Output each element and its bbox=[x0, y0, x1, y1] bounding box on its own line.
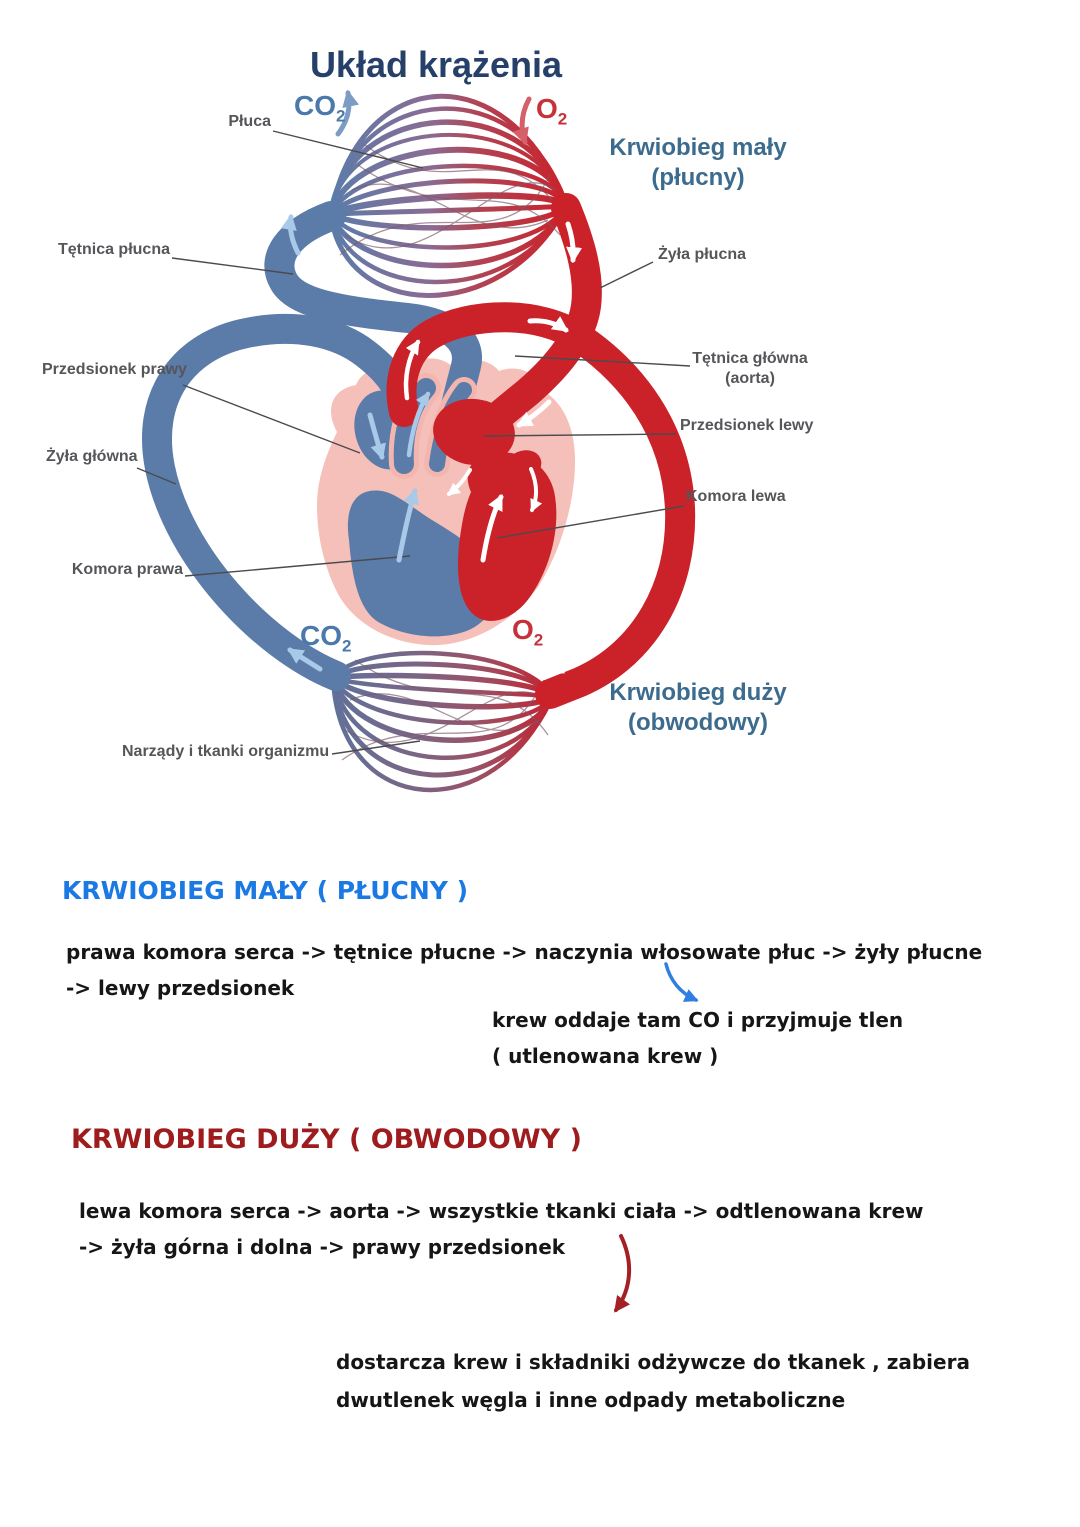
leader-zyla-plucna bbox=[599, 261, 654, 289]
o2-subscript: 2 bbox=[557, 109, 568, 129]
right-ventricle bbox=[347, 490, 496, 637]
small-circuit-heading: KRWIOBIEG MAŁY ( PŁUCNY ) bbox=[62, 876, 469, 905]
label-krwiobieg-maly: Krwiobieg mały (płucny) bbox=[600, 133, 796, 193]
large-circuit-callout-line1: dostarcza krew i składniki odżywcze do t… bbox=[336, 1350, 970, 1374]
leader-tetnica-plucna bbox=[171, 257, 294, 275]
o2-text: O bbox=[536, 93, 558, 124]
large-circuit-flow-line2: -> żyła górna i dolna -> prawy przedsion… bbox=[79, 1235, 566, 1259]
co2-subscript: 2 bbox=[336, 106, 346, 126]
label-tetnica-glowna: Tętnica główna (aorta) bbox=[670, 349, 830, 389]
leader-lines bbox=[136, 130, 691, 755]
small-circuit-flow-line2: -> lewy przedsionek bbox=[66, 976, 295, 1000]
label-tetnica-glowna-line1: Tętnica główna bbox=[692, 350, 808, 367]
flow-arrow-vein-bottomleft bbox=[287, 647, 323, 672]
blue-vessels bbox=[142, 201, 482, 691]
label-przedsionek-prawy: Przedsionek prawy bbox=[42, 361, 187, 378]
note-arrow-red bbox=[614, 1234, 632, 1313]
flow-arrow-right-ventricle bbox=[396, 487, 419, 563]
left-atrium bbox=[433, 398, 515, 466]
label-zyla-glowna: Żyła główna bbox=[46, 448, 138, 465]
o2-down-arrow bbox=[512, 96, 532, 146]
o2-label-top: O2 bbox=[536, 93, 567, 130]
vena-cava-vessel bbox=[142, 313, 416, 691]
flow-arrow-right-atrium bbox=[367, 412, 386, 461]
label-pluca: Płuca bbox=[228, 113, 271, 130]
o2-text-bottom: O bbox=[512, 614, 534, 645]
note-arrow-blue bbox=[664, 962, 699, 1002]
label-zyla-plucna: Żyła płucna bbox=[658, 246, 747, 263]
label-komora-prawa: Komora prawa bbox=[71, 561, 183, 578]
leader-przedsionek-lewy bbox=[483, 433, 677, 437]
leader-przedsionek-prawy bbox=[182, 384, 361, 454]
organ-capillaries-mesh bbox=[341, 659, 549, 761]
flow-arrow-vein-topleft bbox=[281, 213, 301, 256]
label-tetnica-glowna-line2: (aorta) bbox=[725, 370, 775, 387]
flow-arrow-pulmonary-vein bbox=[565, 221, 583, 264]
vessel-flow-arrows bbox=[281, 213, 583, 676]
leader-narzady bbox=[331, 740, 421, 755]
large-circuit-flow-line1: lewa komora serca -> aorta -> wszystkie … bbox=[79, 1199, 924, 1223]
leader-komora-lewa bbox=[496, 505, 685, 539]
label-tetnica-plucna: Tętnica płucna bbox=[57, 241, 170, 258]
krwiobieg-maly-line2: (płucny) bbox=[651, 164, 745, 191]
krwiobieg-duzy-line1: Krwiobieg duży bbox=[609, 679, 787, 706]
label-krwiobieg-duzy: Krwiobieg duży (obwodowy) bbox=[600, 678, 796, 738]
leader-komora-prawa bbox=[184, 555, 411, 577]
co2-label-top: CO2 bbox=[294, 90, 345, 127]
small-circuit-flow-line1: prawa komora serca -> tętnice płucne -> … bbox=[66, 940, 983, 964]
krwiobieg-duzy-line2: (obwodowy) bbox=[628, 709, 768, 736]
label-narzady: Narządy i tkanki organizmu bbox=[122, 743, 330, 760]
krwiobieg-maly-line1: Krwiobieg mały bbox=[609, 134, 787, 161]
flow-arrow-pulmonary-trunk bbox=[406, 391, 431, 458]
large-circuit-callout-line2: dwutlenek węgla i inne odpady metabolicz… bbox=[336, 1388, 846, 1412]
pulmonary-artery-vessel bbox=[264, 201, 482, 425]
organ-capillaries-fan bbox=[330, 650, 555, 793]
leader-tetnica-glowna bbox=[514, 355, 691, 367]
lung-capillaries-fan bbox=[327, 93, 570, 298]
flow-arrow-left-atrium bbox=[446, 468, 472, 496]
co2-subscript-bottom: 2 bbox=[342, 636, 352, 656]
co2-text-bottom: CO bbox=[300, 620, 342, 651]
leader-zyla-glowna bbox=[136, 467, 177, 485]
flow-arrow-into-left-atrium bbox=[516, 399, 552, 428]
co2-text: CO bbox=[294, 90, 336, 121]
flow-arrow-mitral bbox=[529, 467, 543, 513]
label-przedsionek-lewy: Przedsionek lewy bbox=[680, 417, 814, 434]
small-circuit-callout-line1: krew oddaje tam CO i przyjmuje tlen bbox=[492, 1008, 904, 1032]
co2-label-bottom: CO2 bbox=[300, 620, 351, 657]
aorta-vessel bbox=[386, 302, 696, 709]
diagram-title: Układ krążenia bbox=[309, 44, 563, 85]
flow-arrow-aorta-bottom bbox=[547, 647, 580, 676]
co2-up-arrow bbox=[335, 89, 359, 137]
flow-arrow-left-ventricle bbox=[480, 494, 504, 563]
label-komora-lewa: Komora lewa bbox=[686, 488, 786, 505]
flow-arrow-aorta-root bbox=[403, 339, 421, 401]
flow-arrow-aorta-arch bbox=[527, 316, 569, 333]
o2-label-bottom: O2 bbox=[512, 614, 543, 651]
large-circuit-heading: KRWIOBIEG DUŻY ( OBWODOWY ) bbox=[71, 1124, 582, 1155]
lung-capillaries-mesh bbox=[339, 144, 561, 256]
o2-subscript-bottom: 2 bbox=[533, 630, 544, 650]
small-circuit-callout-line2: ( utlenowana krew ) bbox=[492, 1044, 719, 1068]
leader-pluca bbox=[272, 130, 424, 169]
